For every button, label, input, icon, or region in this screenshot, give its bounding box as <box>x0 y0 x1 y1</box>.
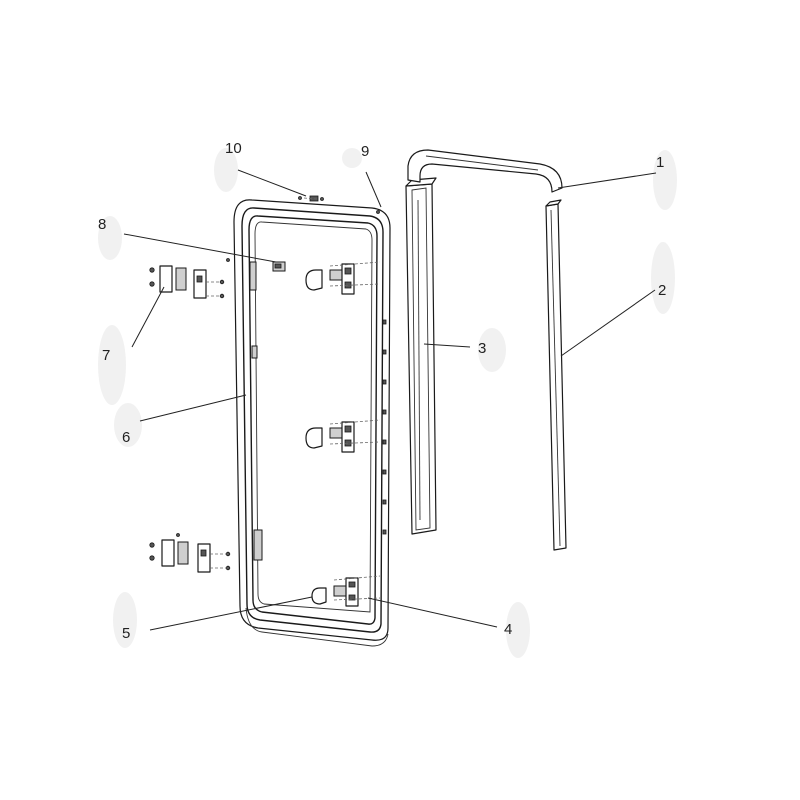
callout-3: 3 <box>478 340 486 357</box>
callout-2: 2 <box>658 282 666 299</box>
vertical-profile <box>406 178 436 534</box>
hinge-set-lower <box>150 534 230 573</box>
callout-9: 9 <box>361 143 369 160</box>
latch-block <box>273 262 285 271</box>
callout-5: 5 <box>122 625 130 642</box>
callout-8: 8 <box>98 216 106 233</box>
callout-7: 7 <box>102 347 110 364</box>
callout-10: 10 <box>225 140 242 157</box>
door-frame <box>234 200 390 646</box>
callout-4: 4 <box>504 621 512 638</box>
callout-1: 1 <box>656 154 664 171</box>
callout-6: 6 <box>122 429 130 446</box>
long-seal-strip <box>546 200 566 550</box>
